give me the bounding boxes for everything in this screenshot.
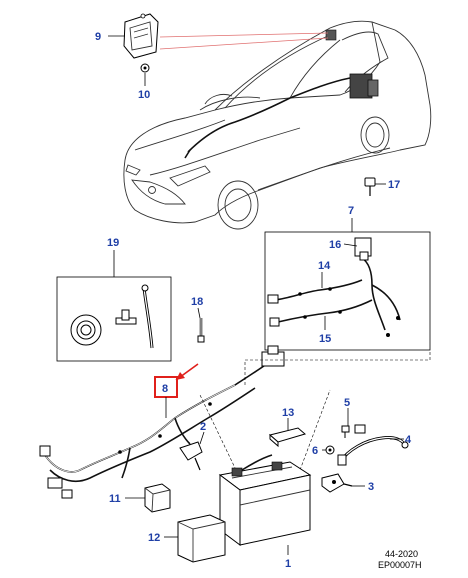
- vehicle-outline: [123, 20, 432, 230]
- leader-lines: [108, 35, 404, 555]
- dashed-leader: [199, 394, 237, 471]
- callout-5: 5: [344, 397, 350, 409]
- part-8-main-harness: [39, 345, 285, 499]
- part-10-clip: [140, 63, 150, 73]
- part-13-cover: [268, 427, 307, 448]
- callout-14: 14: [318, 260, 331, 272]
- callout-18: 18: [191, 296, 203, 308]
- callout-19: 19: [107, 237, 119, 249]
- reference-code: 44-2020: [385, 549, 418, 559]
- part-12-box: [177, 514, 226, 563]
- part-6-nut: [325, 445, 335, 455]
- callout-labels: 9 10 17 7 16 14 15 19 18 8 13 5 2 6 4 3 …: [95, 31, 412, 570]
- callout-13: 13: [282, 407, 294, 419]
- callout-10: 10: [138, 89, 150, 101]
- callout-16: 16: [329, 239, 341, 251]
- callout-2: 2: [200, 421, 206, 433]
- callout-3: 3: [368, 481, 374, 493]
- callout-11: 11: [109, 493, 121, 505]
- dashed-leader: [244, 350, 431, 385]
- part-19-detail-box: [56, 276, 172, 362]
- part-2-bracket: [179, 441, 203, 471]
- pointer-line: [159, 32, 329, 38]
- callout-15: 15: [319, 333, 331, 345]
- callout-6: 6: [312, 445, 318, 457]
- callout-8: 8: [162, 383, 168, 395]
- part-1-battery: [218, 454, 312, 546]
- callout-4: 4: [405, 434, 412, 446]
- part-17-bolt: [364, 177, 376, 196]
- part-4-ground-cable: [337, 424, 409, 466]
- highlight-arrowhead: [176, 372, 185, 380]
- callout-7: 7: [348, 205, 354, 217]
- part-3-clamp: [321, 473, 353, 493]
- part-11-box: [144, 483, 171, 513]
- callout-17: 17: [388, 179, 400, 191]
- dashed-leader: [299, 389, 331, 471]
- callout-1: 1: [285, 558, 291, 570]
- part-7-detail-box: [264, 231, 431, 351]
- callout-9: 9: [95, 31, 101, 43]
- image-code: EP00007H: [378, 560, 422, 570]
- part-5-bolt: [341, 425, 350, 438]
- pointer-line: [159, 37, 329, 50]
- part-9-control-module: [123, 13, 159, 59]
- callout-12: 12: [148, 532, 160, 544]
- part-18-pin: [197, 318, 205, 343]
